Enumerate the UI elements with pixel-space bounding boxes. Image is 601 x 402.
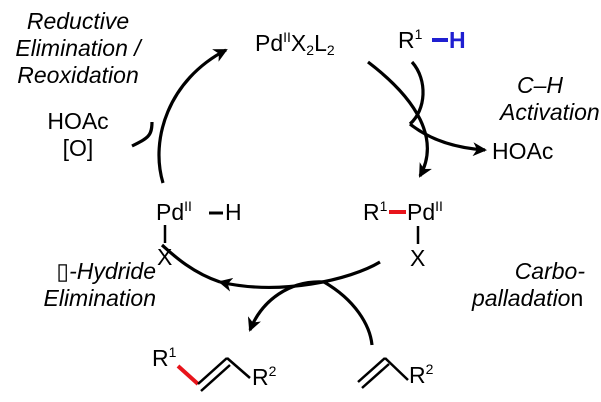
product-r1-label: R1 — [152, 344, 177, 371]
product-r2-label: R2 — [252, 363, 277, 390]
reactant-in-arrow — [408, 60, 425, 126]
arc-carbopalladation-arrow — [218, 260, 381, 292]
product-red-bond — [176, 364, 200, 386]
hoac-out-arrow — [409, 122, 487, 157]
reoxidation-reagents: HOAc [O] — [47, 108, 109, 161]
product-single-bond — [226, 357, 251, 379]
carbopalladation-label-line1: Carbo- — [514, 258, 585, 284]
r1-pd-complex-pd: PdII — [407, 198, 443, 225]
reactant-r1h-label: R1 — [398, 26, 423, 53]
pd-hydride-h: H — [225, 199, 242, 225]
reactant-h-atom: H — [449, 27, 466, 53]
arc-ch-activation-arrow — [367, 60, 432, 178]
alkene-in-arrow — [323, 280, 374, 346]
alkene-single-bond — [384, 357, 409, 381]
ch-activation-label: C–H Activation — [500, 72, 600, 125]
pd-hydride-x: X — [157, 244, 173, 270]
arc-beta-hydride-link — [160, 243, 221, 284]
reoxidant-in-arrow — [131, 121, 154, 148]
hoac-byproduct-label: HOAc — [492, 138, 554, 164]
beta-hydride-label: ▯-Hydride Elimination — [43, 258, 157, 311]
arc-reoxidation-arrow — [157, 48, 228, 184]
alkene-double-bond-2 — [361, 363, 390, 389]
carbopalladation-label-line2: palladation — [472, 285, 584, 311]
reductive-elimination-label: Reductive Elimination / Reoxidation — [15, 8, 141, 88]
pd-hydride-pd: PdII — [156, 198, 192, 225]
alkene-r2-label: R2 — [409, 361, 434, 388]
product-out-arrow — [247, 280, 325, 332]
catalyst-label: PdIIX2L2 — [255, 29, 335, 58]
r1-pd-complex-r1: R1 — [363, 198, 388, 225]
alkene-double-bond-1 — [357, 357, 386, 383]
product-double-bond-1 — [197, 357, 228, 385]
r1-pd-complex-x: X — [410, 245, 426, 271]
product-double-bond-2 — [200, 364, 231, 392]
